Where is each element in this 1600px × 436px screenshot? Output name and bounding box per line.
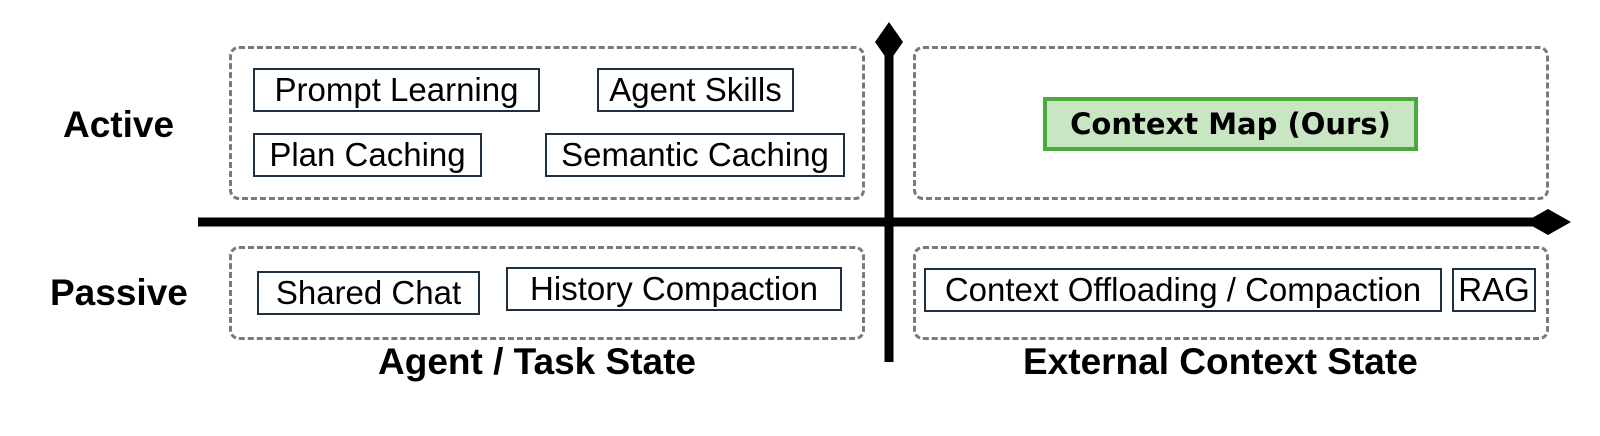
- quadrant-active-agent: [229, 46, 865, 200]
- tag-shared-chat: Shared Chat: [257, 271, 480, 315]
- tag-history-compaction: History Compaction: [506, 267, 842, 311]
- horizontal-axis-arrowhead: [1525, 209, 1571, 235]
- vertical-axis-arrowhead: [875, 22, 903, 62]
- tag-agent-skills: Agent Skills: [597, 68, 794, 112]
- tag-context-map-ours: Context Map (Ours): [1043, 97, 1418, 151]
- column-label-agent-task-state: Agent / Task State: [378, 341, 697, 382]
- tag-rag: RAG: [1452, 268, 1536, 312]
- tag-plan-caching: Plan Caching: [253, 133, 482, 177]
- row-label-passive: Passive: [50, 272, 188, 313]
- quadrant-active-external: [913, 46, 1549, 200]
- row-label-active: Active: [63, 104, 175, 145]
- tag-prompt-learning: Prompt Learning: [253, 68, 540, 112]
- tag-semantic-caching: Semantic Caching: [545, 133, 845, 177]
- tag-context-offloading-compaction: Context Offloading / Compaction: [924, 268, 1442, 312]
- quadrant-passive-external: [913, 246, 1549, 340]
- quadrant-passive-agent: [229, 246, 865, 340]
- column-label-external-context-state: External Context State: [1023, 341, 1418, 382]
